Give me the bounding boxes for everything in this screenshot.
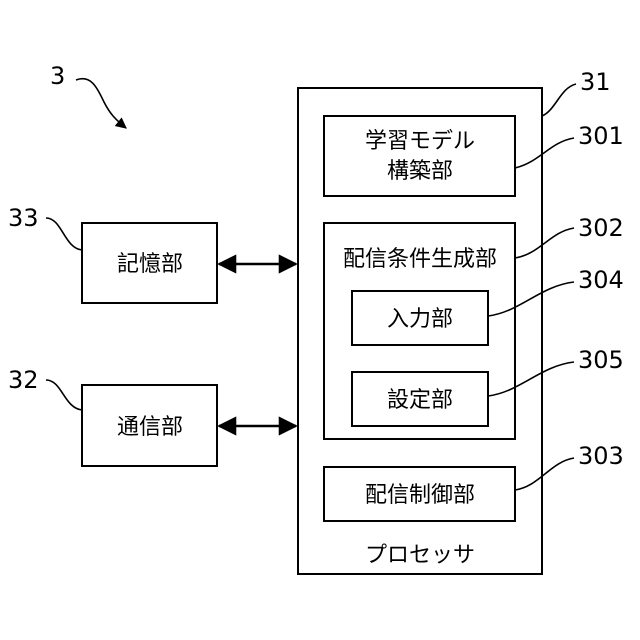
processor-leader [542,84,576,116]
delivery-control-label: 配信制御部 [365,483,475,508]
input-unit-label: 入力部 [387,307,453,332]
condition-generator-label: 配信条件生成部 [343,247,497,272]
model-builder-line2: 構築部 [387,159,453,184]
condition-generator-ref: 302 [578,214,624,242]
figure-ref-label: 3 [50,62,65,90]
model-builder-box [324,116,515,196]
processor-label: プロセッサ [365,543,475,568]
storage-unit-ref: 33 [8,204,39,232]
setting-unit-label: 設定部 [387,388,453,413]
communication-unit-label: 通信部 [117,415,183,440]
storage-unit-label: 記憶部 [117,252,183,277]
storage-unit-leader [46,218,82,250]
model-builder-line1: 学習モデル [365,129,475,154]
input-unit-ref: 304 [578,266,624,294]
communication-unit-leader [46,380,82,410]
setting-unit-ref: 305 [578,346,624,374]
model-builder-ref: 301 [578,122,624,150]
communication-unit-ref: 32 [8,366,39,394]
delivery-control-ref: 303 [578,442,624,470]
figure-ref-arrow [76,79,126,128]
processor-ref: 31 [580,68,611,96]
